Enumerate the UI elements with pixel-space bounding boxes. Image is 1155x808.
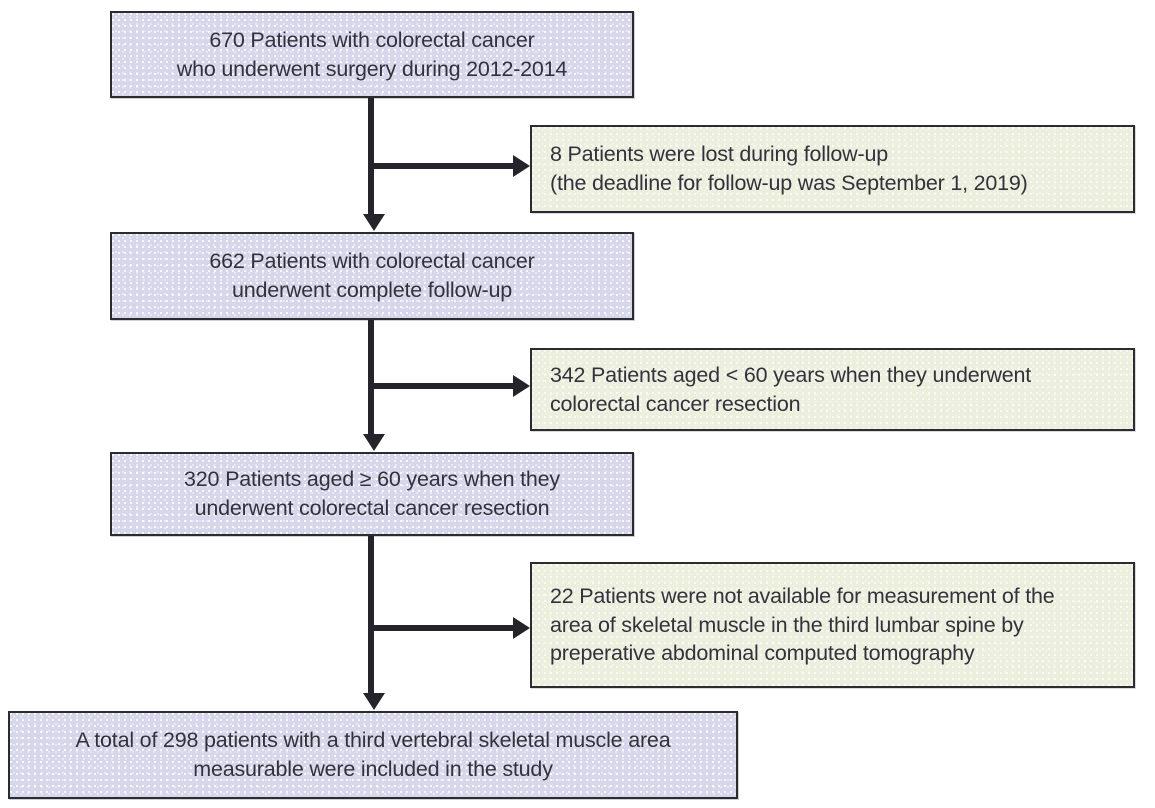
connector-enrolled-trunk bbox=[368, 98, 374, 215]
node-no-measurement-text: 22 Patients were not available for measu… bbox=[550, 584, 1055, 666]
node-lost-followup-text: 8 Patients were lost during follow-up (t… bbox=[550, 142, 1028, 195]
connector-complete-followup-trunk bbox=[368, 320, 374, 435]
arrow-complete-followup-to-over-60 bbox=[363, 434, 385, 451]
node-complete-followup: 662 Patients with colorectal cancer unde… bbox=[110, 232, 634, 320]
arrow-to-lost-followup bbox=[513, 155, 530, 177]
node-included-text: A total of 298 patients with a third ver… bbox=[75, 728, 671, 781]
arrow-to-under-60 bbox=[513, 375, 530, 397]
connector-branch-under-60 bbox=[368, 383, 515, 389]
connector-branch-no-measurement bbox=[368, 625, 515, 631]
node-enrolled-text: 670 Patients with colorectal cancer who … bbox=[176, 27, 568, 81]
node-over-60-text: 320 Patients aged ≥ 60 years when they u… bbox=[184, 467, 560, 520]
arrow-over-60-to-included bbox=[363, 693, 385, 710]
connector-over-60-trunk bbox=[368, 536, 374, 694]
node-under-60: 342 Patients aged < 60 years when they u… bbox=[530, 348, 1135, 431]
node-lost-followup: 8 Patients were lost during follow-up (t… bbox=[530, 125, 1135, 213]
arrow-enrolled-to-complete-followup bbox=[363, 214, 385, 231]
node-under-60-text: 342 Patients aged < 60 years when they u… bbox=[550, 362, 1032, 416]
node-over-60: 320 Patients aged ≥ 60 years when they u… bbox=[110, 452, 634, 536]
node-complete-followup-text: 662 Patients with colorectal cancer unde… bbox=[209, 249, 535, 302]
node-enrolled: 670 Patients with colorectal cancer who … bbox=[110, 11, 634, 98]
arrow-to-no-measurement bbox=[513, 617, 530, 639]
node-included: A total of 298 patients with a third ver… bbox=[8, 711, 738, 799]
node-no-measurement: 22 Patients were not available for measu… bbox=[530, 562, 1135, 688]
connector-branch-lost-followup bbox=[368, 163, 515, 169]
